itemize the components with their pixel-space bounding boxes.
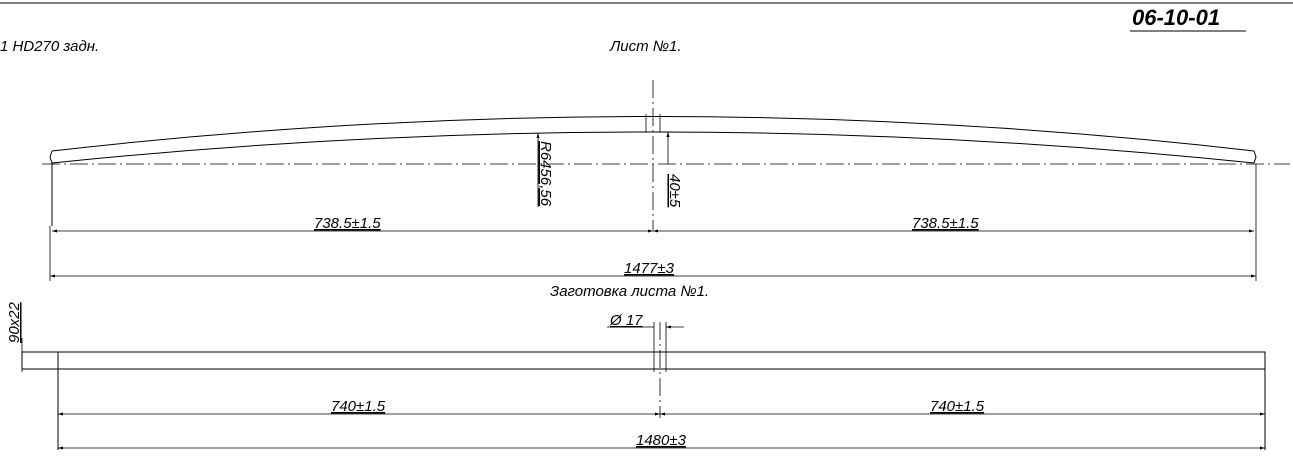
blank-view: Ø 17 90x22 740±1.5 740±1.5 1480±3 [6,301,1266,450]
leaf-half-label-right: 738.5±1.5 [912,215,979,232]
leaf-total-label: 1477±3 [624,260,675,277]
hole-label: Ø 17 [609,312,643,329]
leaf-end-right [1253,150,1257,164]
blank-title: Заготовка листа №1. [550,283,709,300]
radius-label: R6456,56 [537,141,554,207]
leaf-inner-arc [51,131,1255,164]
model-label: 1 HD270 задн. [0,38,99,55]
sheet-title: Лист №1. [609,38,682,55]
blank-total-label: 1480±3 [636,432,687,449]
blank-half-label-right: 740±1.5 [930,398,985,415]
height-label: 40±5 [666,174,683,208]
blank-bar [21,351,1266,370]
leaf-half-label-left: 738.5±1.5 [314,215,381,232]
leaf-view: R6456,56 40±5 738.5±1.5 738.5±1.5 1477±3 [42,80,1290,281]
document-code: 06-10-01 [1132,5,1220,30]
section-label: 90x22 [6,301,23,343]
leaf-outer-arc [51,116,1255,152]
leaf-end-left [49,150,53,164]
blank-half-label-left: 740±1.5 [331,398,386,415]
